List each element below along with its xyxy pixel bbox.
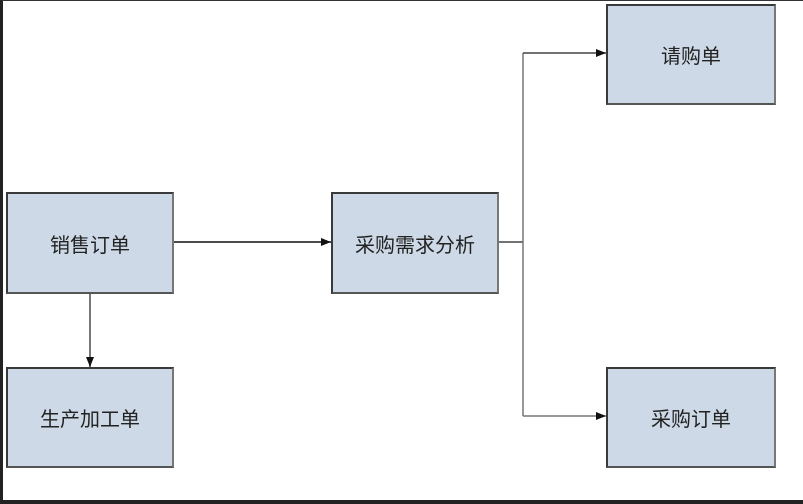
- node-production-order: 生产加工单: [6, 367, 174, 468]
- node-label: 销售订单: [50, 232, 130, 257]
- node-label: 生产加工单: [40, 407, 140, 431]
- node-label: 请购单: [661, 44, 721, 68]
- node-label: 采购订单: [651, 407, 731, 431]
- node-sales-order: 销售订单: [6, 192, 174, 294]
- node-purchase-order: 采购订单: [606, 367, 776, 468]
- node-purchase-analysis: 采购需求分析: [331, 192, 499, 294]
- node-label: 采购需求分析: [355, 232, 475, 257]
- node-purchase-requisition: 请购单: [606, 4, 776, 105]
